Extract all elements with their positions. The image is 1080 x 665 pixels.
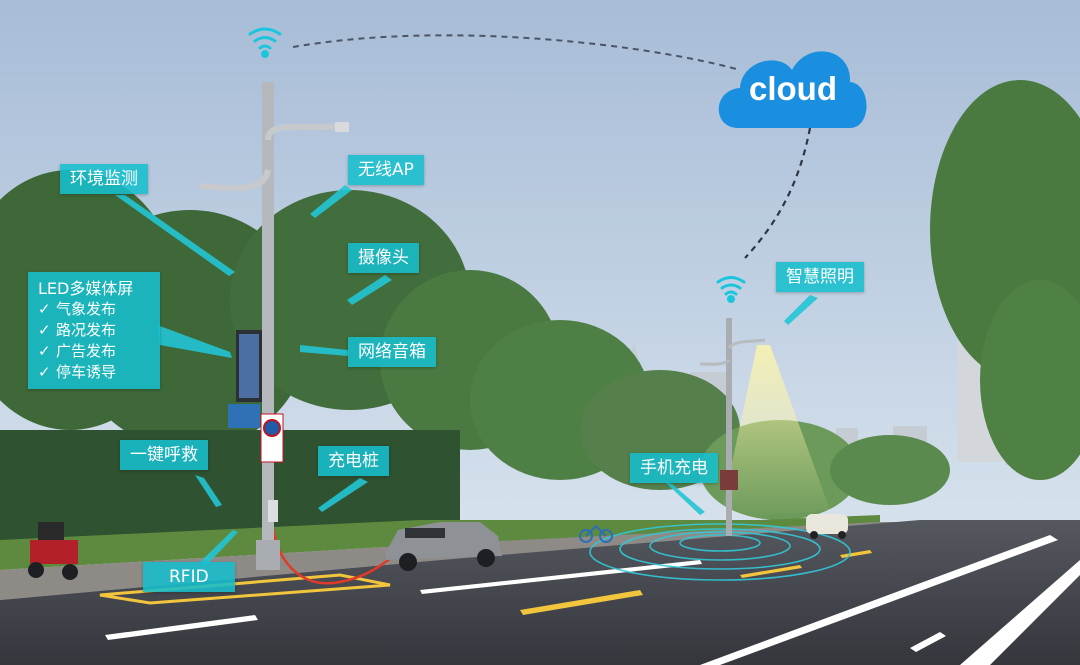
check-icon: ✓	[38, 321, 51, 339]
wireless-ap-label: 无线AP	[348, 155, 424, 185]
led-item: ✓广告发布	[38, 342, 117, 360]
scooter	[28, 522, 78, 580]
white-car	[806, 514, 848, 539]
bicycle	[579, 524, 613, 543]
main-pole	[199, 82, 349, 570]
charging-pile-label: 充电桩	[318, 446, 389, 476]
led-item: ✓路况发布	[38, 321, 117, 339]
emergency-call-label: 一键呼救	[120, 440, 208, 470]
parking-frame	[99, 573, 391, 605]
rfid-label: RFID	[143, 562, 235, 592]
connection-arc	[292, 34, 741, 71]
led-screen-panel: LED多媒体屏 ✓气象发布 ✓路况发布 ✓广告发布 ✓停车诱导	[28, 272, 160, 389]
env-monitor-label: 环境监测	[60, 164, 148, 194]
smart-lighting-label: 智慧照明	[776, 262, 864, 292]
cloud-label: cloud	[749, 70, 837, 107]
wifi-icon	[716, 276, 746, 303]
camera-label: 摄像头	[348, 243, 419, 273]
wifi-icon	[248, 27, 282, 58]
light-beam	[720, 345, 830, 520]
network-speaker-label: 网络音箱	[348, 337, 436, 367]
sidewalk	[0, 522, 920, 600]
leader-lines	[115, 185, 818, 566]
check-icon: ✓	[38, 300, 51, 318]
car	[386, 522, 502, 571]
phone-charging-label: 手机充电	[630, 453, 718, 483]
led-screen-title: LED多媒体屏	[38, 279, 134, 298]
cloud-icon	[718, 51, 867, 128]
led-item: ✓停车诱导	[38, 363, 117, 381]
led-item: ✓气象发布	[38, 300, 117, 318]
lane-markings	[105, 535, 1080, 665]
check-icon: ✓	[38, 342, 51, 360]
check-icon: ✓	[38, 363, 51, 381]
signal-ripples	[589, 523, 851, 581]
secondary-pole	[699, 318, 766, 536]
